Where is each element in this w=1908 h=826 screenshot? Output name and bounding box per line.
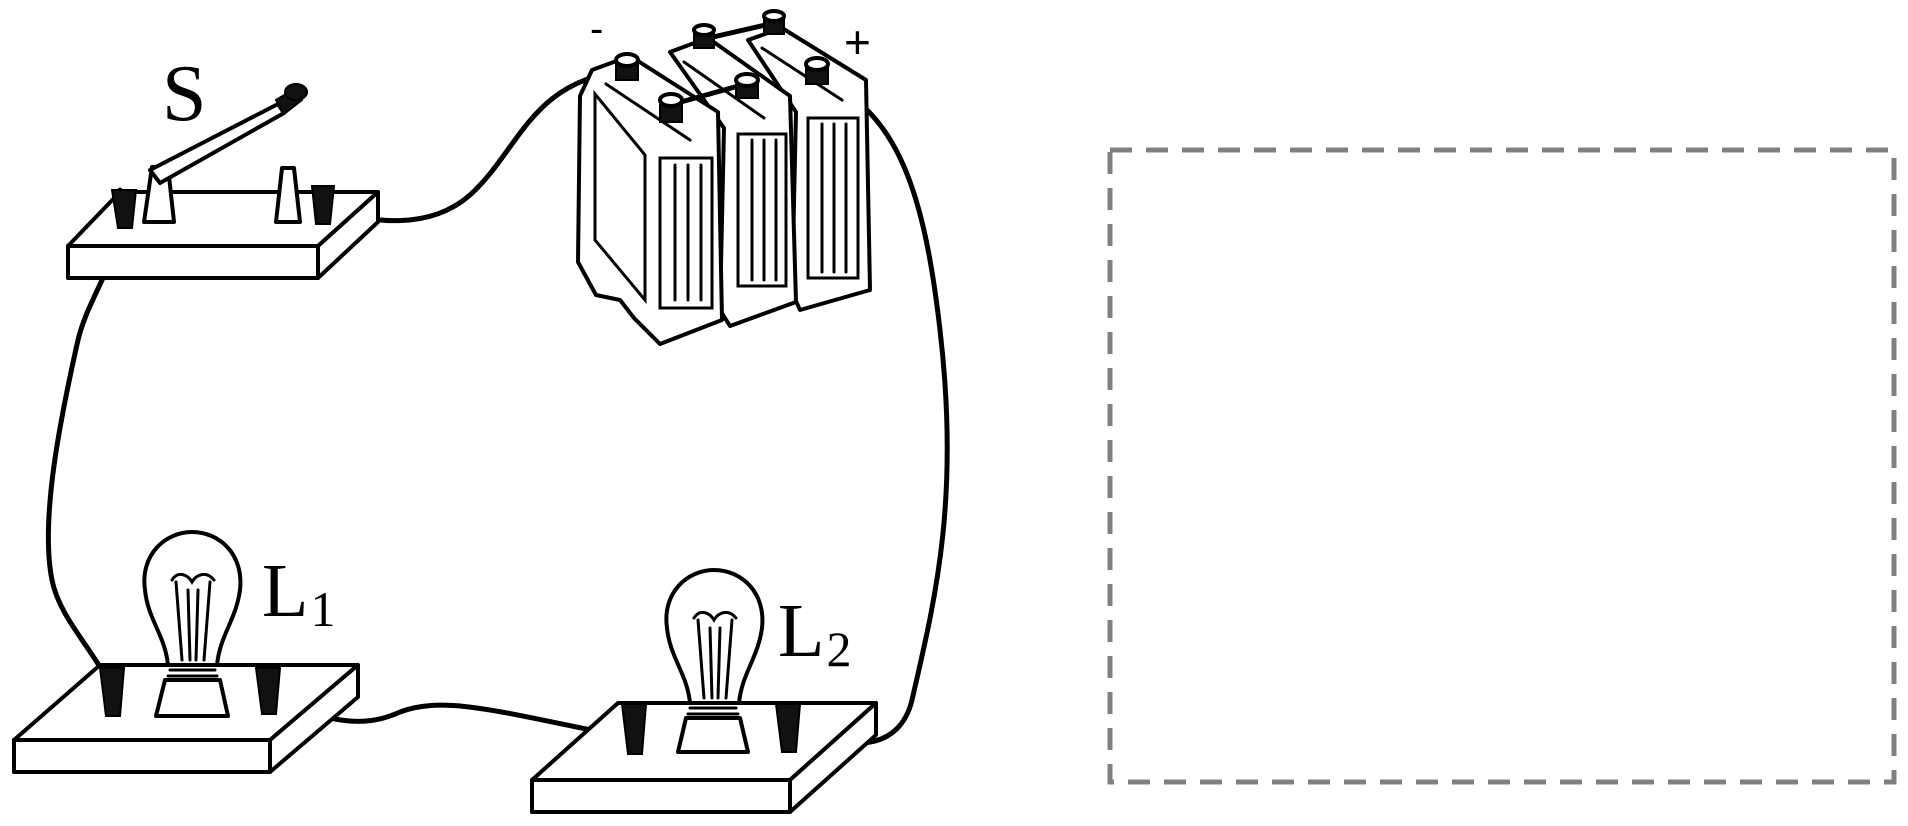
battery-negative-label: - [590, 7, 603, 51]
lamp2-base-side [788, 701, 878, 814]
lamp-l1: L1 [12, 530, 360, 774]
battery-plates-3 [806, 116, 860, 280]
lamp1-filament [170, 572, 216, 586]
lamp-l2: L2 [530, 568, 878, 814]
switch [66, 83, 380, 280]
lamp2-bulb [664, 568, 765, 705]
lamp2-stems [696, 618, 734, 700]
battery: - + [576, 7, 872, 346]
battery-terminals [614, 9, 830, 123]
switch-knob [284, 83, 308, 101]
lamp2-terminal-left [620, 703, 648, 755]
answer-box [1107, 147, 1897, 785]
switch-terminal-left [110, 189, 138, 229]
lamp1-label: L1 [262, 549, 335, 637]
lamp1-bulb [142, 530, 243, 667]
switch-base-front [66, 244, 320, 280]
lamp2-terminal-right [774, 703, 802, 753]
lamp1-stems [174, 580, 212, 662]
battery-face-panel [593, 89, 647, 305]
battery-cell-1 [576, 54, 724, 346]
lamp1-base-front [12, 738, 272, 774]
lamp1-socket [154, 678, 230, 718]
wire-battery-to-lamp2 [792, 77, 950, 746]
switch-label: S [162, 50, 207, 138]
lamp2-filament [692, 610, 738, 624]
battery-ridge-3 [760, 46, 844, 102]
battery-ridge-1 [604, 82, 692, 142]
switch-terminal-right [310, 185, 336, 225]
switch-contact [274, 166, 302, 224]
lamp1-terminal-left [98, 667, 126, 717]
lamp2-label: L2 [778, 589, 851, 677]
battery-plates-1 [658, 156, 714, 310]
lamp1-terminal-right [254, 667, 282, 715]
battery-plates-2 [736, 132, 788, 288]
battery-positive-label: + [844, 16, 871, 68]
switch-base-side [316, 190, 380, 280]
lamp2-base-front [530, 778, 792, 814]
lamp1-base-side [268, 663, 360, 774]
lamp2-socket [676, 716, 750, 754]
